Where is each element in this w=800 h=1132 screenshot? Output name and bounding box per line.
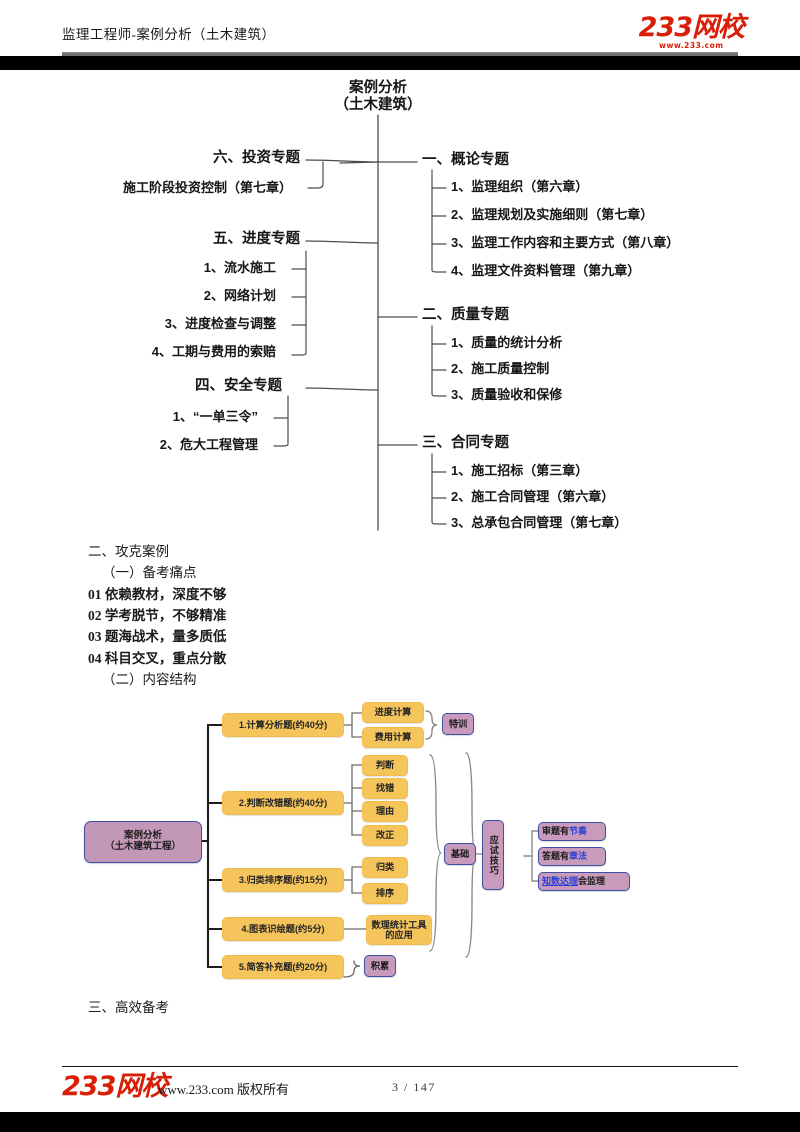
content-structure-mindmap: 案例分析 （土木建筑工程） 1.计算分析题(约40分) 进度计算 费用计算 特训… <box>80 695 720 995</box>
outline-mindmap-connectors <box>273 114 447 531</box>
outline-child-jindu-2: 2、网络计划 <box>203 288 276 303</box>
brand-logo-footer: 233网校 <box>62 1071 168 1102</box>
outline-branch-zhiliang: 二、质量专题 <box>422 307 509 323</box>
outline-child-jindu-1: 1、流水施工 <box>203 260 276 275</box>
q3-sub-guilei: 归类 <box>362 857 408 878</box>
outline-child-hetong-2: 2、施工合同管理（第六章） <box>451 489 615 504</box>
skill-tip-2: 答题有章法 <box>538 847 606 866</box>
header-black-band <box>0 56 800 70</box>
outline-mindmap: 案例分析 （土木建筑） 一、概论专题 1、监理组织（第六章） 2、监理规划及实施… <box>0 70 800 545</box>
question-type-5: 5.简答补充题(约20分) <box>222 955 344 979</box>
outline-child-jindu-3: 3、进度检查与调整 <box>164 316 276 331</box>
outline-child-jindu-4: 4、工期与费用的索赔 <box>151 344 276 359</box>
pain-point-4: 04 科目交叉，重点分散 <box>88 650 227 666</box>
outline-child-gailun-1: 1、监理组织（第六章） <box>451 179 589 194</box>
q2-sub-gaizheng: 改正 <box>362 825 408 846</box>
skill-tip-3-plain: 会监理 <box>578 876 606 887</box>
skill-tip-2-plain: 答题有 <box>542 851 570 862</box>
pain-point-3: 03 题海战术，量多质低 <box>88 629 227 645</box>
brand-url: www.233.com <box>659 41 724 50</box>
brand-logo-header: 233网校 www.233.com <box>638 12 745 50</box>
tag-texun: 特训 <box>442 713 474 735</box>
skill-tip-3-accent: 知数达理 <box>542 876 579 887</box>
outline-child-touzi-1: 施工阶段投资控制（第七章） <box>122 180 292 195</box>
subsection-beikao-tongdian: （一）备考痛点 <box>102 565 197 581</box>
q3-sub-paixu: 排序 <box>362 883 408 904</box>
outline-child-gailun-4: 4、监理文件资料管理（第九章） <box>451 263 641 278</box>
outline-child-anquan-2: 2、危大工程管理 <box>159 437 258 452</box>
outline-branch-gailun: 一、概论专题 <box>422 152 509 168</box>
tag-jichu: 基础 <box>444 843 476 865</box>
q2-sub-panduan: 判断 <box>362 755 408 776</box>
q4-sub-shuli-tongji: 数理统计工具的应用 <box>366 915 432 945</box>
outline-child-hetong-3: 3、总承包合同管理（第七章） <box>451 515 628 530</box>
question-type-2: 2.判断改错题(约40分) <box>222 791 344 815</box>
outline-child-hetong-1: 1、施工招标（第三章） <box>451 463 589 478</box>
skill-tip-2-accent: 章法 <box>569 851 588 862</box>
pain-point-1: 01 依赖教材，深度不够 <box>88 586 227 602</box>
footer-divider <box>62 1066 738 1067</box>
outline-child-zhiliang-1: 1、质量的统计分析 <box>451 335 563 350</box>
question-type-3: 3.归类排序题(约15分) <box>222 868 344 892</box>
color-root-line1: 案例分析 <box>123 830 162 842</box>
question-type-4: 4.图表识绘题(约5分) <box>222 917 344 941</box>
outline-child-zhiliang-2: 2、施工质量控制 <box>451 361 550 376</box>
color-mindmap-connectors <box>198 710 539 978</box>
subsection-neirong-jiegou: （二）内容结构 <box>102 671 197 687</box>
outline-branch-hetong: 三、合同专题 <box>422 435 509 451</box>
section-title-2: 二、攻克案例 <box>88 544 169 559</box>
outline-child-anquan-1: 1、“一单三令” <box>172 409 258 424</box>
outline-root-line2: （土木建筑） <box>334 96 422 113</box>
q1-sub-jindu-jisuan: 进度计算 <box>362 702 424 723</box>
brand-name: 233网校 <box>638 12 745 43</box>
q2-sub-zhaocuo: 找错 <box>362 778 408 799</box>
skill-tip-1: 审题有节奏 <box>538 822 606 841</box>
color-root-line2: （土木建筑工程） <box>104 841 181 852</box>
outline-child-zhiliang-3: 3、质量验收和保修 <box>451 387 563 402</box>
section-title-3: 三、高效备考 <box>88 1000 169 1015</box>
body-text-block: 二、攻克案例 （一）备考痛点 01 依赖教材，深度不够 02 学考脱节，不够精准… <box>88 543 508 692</box>
outline-child-gailun-3: 3、监理工作内容和主要方式（第八章） <box>451 235 680 250</box>
footer-black-band <box>0 1112 800 1132</box>
outline-branch-anquan: 四、安全专题 <box>195 378 282 394</box>
q2-sub-liyou: 理由 <box>362 801 408 822</box>
outline-child-gailun-2: 2、监理规划及实施细则（第七章） <box>451 207 654 222</box>
color-map-root-node: 案例分析 （土木建筑工程） <box>84 821 202 863</box>
pain-point-2: 02 学考脱节，不够精准 <box>88 607 227 623</box>
footer-brand-name: 233网校 <box>62 1071 168 1102</box>
tag-jilei: 积累 <box>364 955 396 977</box>
question-type-1: 1.计算分析题(约40分) <box>222 713 344 737</box>
q1-sub-feiyong-jisuan: 费用计算 <box>362 727 424 748</box>
skill-tip-1-plain: 审题有 <box>542 826 570 837</box>
document-header-title: 监理工程师-案例分析（土木建筑） <box>62 27 276 42</box>
outline-root-line1: 案例分析 <box>349 80 407 96</box>
outline-root-node: 案例分析 （土木建筑） <box>330 80 426 114</box>
skill-tip-3: 知数达理会监理 <box>538 872 630 891</box>
footer-copyright: www.233.com 版权所有 <box>158 1082 289 1097</box>
outline-branch-touzi: 六、投资专题 <box>213 150 300 166</box>
tag-yingshi-jiqiao: 应试技巧 <box>482 820 504 890</box>
outline-branch-jindu: 五、进度专题 <box>213 231 300 247</box>
footer-page-number: 3 / 147 <box>392 1080 436 1094</box>
skill-tip-1-accent: 节奏 <box>569 826 588 837</box>
